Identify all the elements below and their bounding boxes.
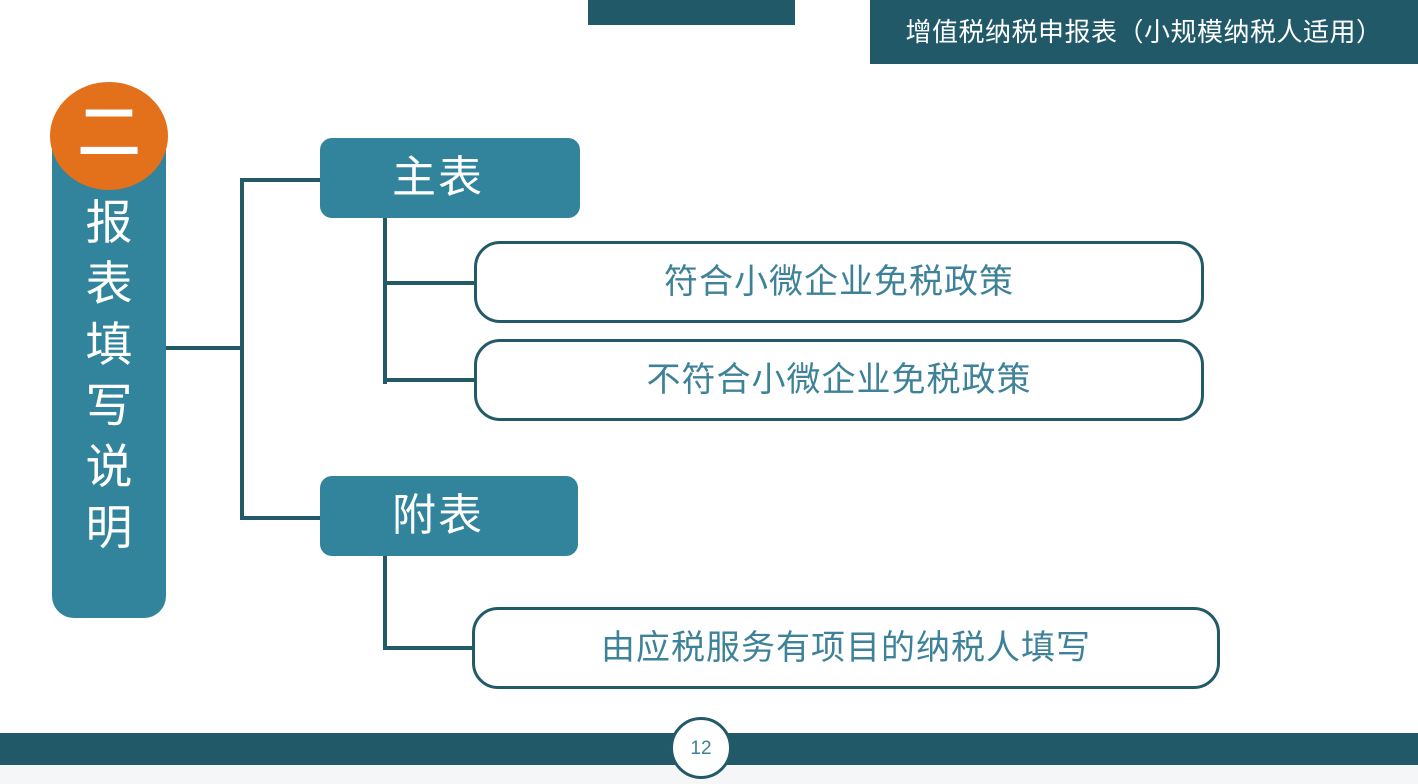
section-sidebar-pill: 报 表 填 写 说 明 <box>52 110 166 618</box>
sidebar-title-char: 写 <box>85 379 133 432</box>
connector-main-form-vertical <box>383 218 387 384</box>
sidebar-title-char: 表 <box>85 257 133 310</box>
connector-main-form-child-1 <box>383 281 480 285</box>
sidebar-title-char: 报 <box>85 196 133 249</box>
section-number-label: 二 <box>77 99 140 168</box>
section-sidebar-title: 报 表 填 写 说 明 <box>52 192 166 618</box>
node-not-qualify-policy[interactable]: 不符合小微企业免税政策 <box>474 339 1204 421</box>
connector-root-horizontal <box>166 346 244 350</box>
connector-main-form-child-2 <box>383 378 480 382</box>
sidebar-title-char: 明 <box>85 501 133 554</box>
top-decorative-block <box>588 0 795 25</box>
connector-attached-form-child-1 <box>383 646 480 650</box>
sidebar-title-char: 说 <box>85 440 133 493</box>
connector-to-main-form <box>240 178 324 182</box>
node-main-form[interactable]: 主表 <box>320 138 580 218</box>
header-title: 增值税纳税申报表（小规模纳税人适用） <box>905 17 1383 47</box>
sidebar-title-char: 填 <box>85 318 133 371</box>
node-qualify-policy-label: 符合小微企业免税政策 <box>664 263 1014 301</box>
node-qualify-policy[interactable]: 符合小微企业免税政策 <box>474 241 1204 323</box>
section-number-badge: 二 <box>50 82 168 190</box>
page-number-badge: 12 <box>670 717 732 779</box>
node-main-form-label: 主表 <box>392 153 484 202</box>
node-taxable-service-label: 由应税服务有项目的纳税人填写 <box>601 629 1091 667</box>
node-taxable-service[interactable]: 由应税服务有项目的纳税人填写 <box>472 607 1220 689</box>
header-banner: 增值税纳税申报表（小规模纳税人适用） <box>870 0 1418 64</box>
page-number-label: 12 <box>690 737 712 759</box>
node-attached-form-label: 附表 <box>392 491 484 540</box>
connector-root-vertical <box>240 180 244 520</box>
connector-to-attached-form <box>240 516 324 520</box>
node-attached-form[interactable]: 附表 <box>320 476 578 556</box>
node-not-qualify-policy-label: 不符合小微企业免税政策 <box>646 361 1032 399</box>
connector-attached-form-vertical <box>383 556 387 650</box>
